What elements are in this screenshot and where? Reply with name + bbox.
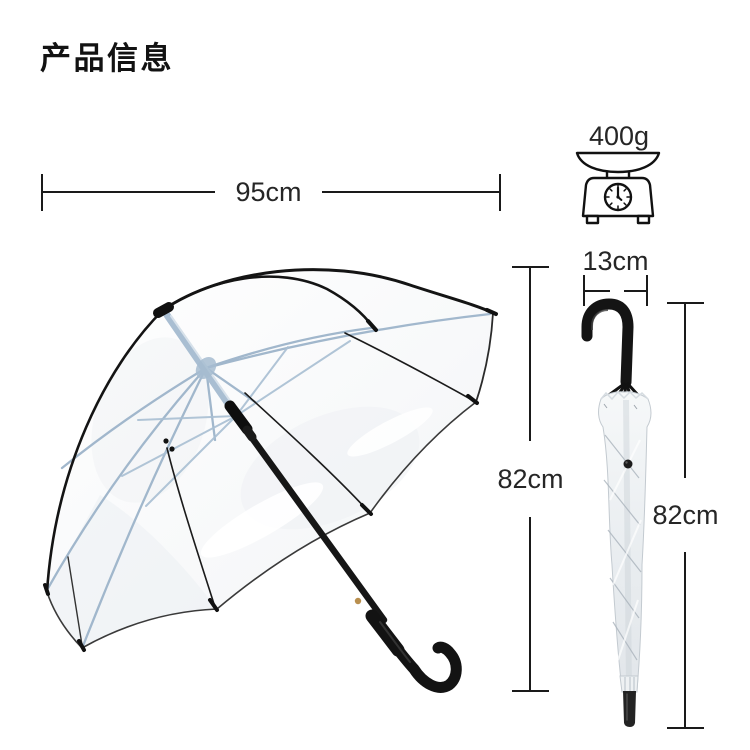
dim-line-right bbox=[322, 191, 499, 193]
dim-cap-top bbox=[512, 266, 549, 268]
dim-line-right bbox=[624, 290, 646, 292]
umbrella-stretchers-blue bbox=[121, 340, 351, 507]
runner-button bbox=[354, 597, 362, 605]
scale-feet bbox=[585, 214, 651, 225]
closed-umbrella-button bbox=[623, 459, 633, 469]
closed-umbrella-body bbox=[598, 390, 652, 691]
umbrella-shaft bbox=[224, 400, 388, 624]
dim-closed-height-label: 82cm bbox=[652, 500, 719, 530]
dim-cap-left bbox=[583, 275, 585, 306]
dim-open-height-label: 82cm bbox=[497, 464, 564, 494]
dim-canopy-width-label: 95cm bbox=[235, 177, 302, 207]
closed-umbrella-tip bbox=[623, 691, 636, 727]
dim-cap-right bbox=[499, 174, 501, 211]
dim-line-left bbox=[585, 290, 610, 292]
dim-closed-height: 82cm bbox=[652, 302, 719, 729]
umbrella-front-ribs bbox=[67, 332, 475, 646]
dim-hook-width: 13cm bbox=[582, 247, 649, 307]
dim-line-top bbox=[529, 268, 531, 441]
scale-bowl bbox=[575, 151, 661, 174]
dim-line-bottom bbox=[684, 552, 686, 727]
kitchen-scale-icon bbox=[575, 151, 661, 225]
umbrella-pole-through-canopy bbox=[163, 311, 235, 412]
closed-umbrella-illustration bbox=[581, 298, 652, 727]
dim-open-height: 82cm bbox=[497, 266, 564, 692]
page-title: 产品信息 bbox=[40, 41, 174, 76]
dim-line-bottom bbox=[529, 517, 531, 690]
dim-hook-width-label: 13cm bbox=[582, 246, 649, 276]
scale-dial-center bbox=[616, 195, 620, 199]
open-umbrella-illustration bbox=[43, 268, 498, 693]
handle-highlight bbox=[591, 309, 609, 330]
dim-line-top bbox=[684, 304, 686, 478]
dim-cap-bottom bbox=[667, 727, 704, 729]
dim-cap-right bbox=[646, 275, 648, 306]
dim-cap-bottom bbox=[512, 690, 549, 692]
umbrella-ferrule-tip bbox=[153, 302, 174, 318]
body-ruffle bbox=[600, 390, 649, 401]
dim-canopy-width: 95cm bbox=[41, 174, 501, 211]
closed-umbrella-collar bbox=[619, 675, 639, 693]
canopy-edges bbox=[45, 268, 495, 649]
weight-label: 400g bbox=[588, 121, 650, 151]
closed-umbrella-hook-handle bbox=[581, 298, 634, 388]
body-texture-marks bbox=[603, 403, 638, 410]
umbrella-ribs-blue bbox=[45, 312, 492, 648]
umbrella-hook-handle bbox=[365, 609, 462, 693]
dim-cap-top bbox=[667, 302, 704, 304]
dim-line-left bbox=[43, 191, 215, 193]
dim-cap-left bbox=[41, 174, 43, 211]
umbrella-rib-tips bbox=[43, 308, 498, 652]
